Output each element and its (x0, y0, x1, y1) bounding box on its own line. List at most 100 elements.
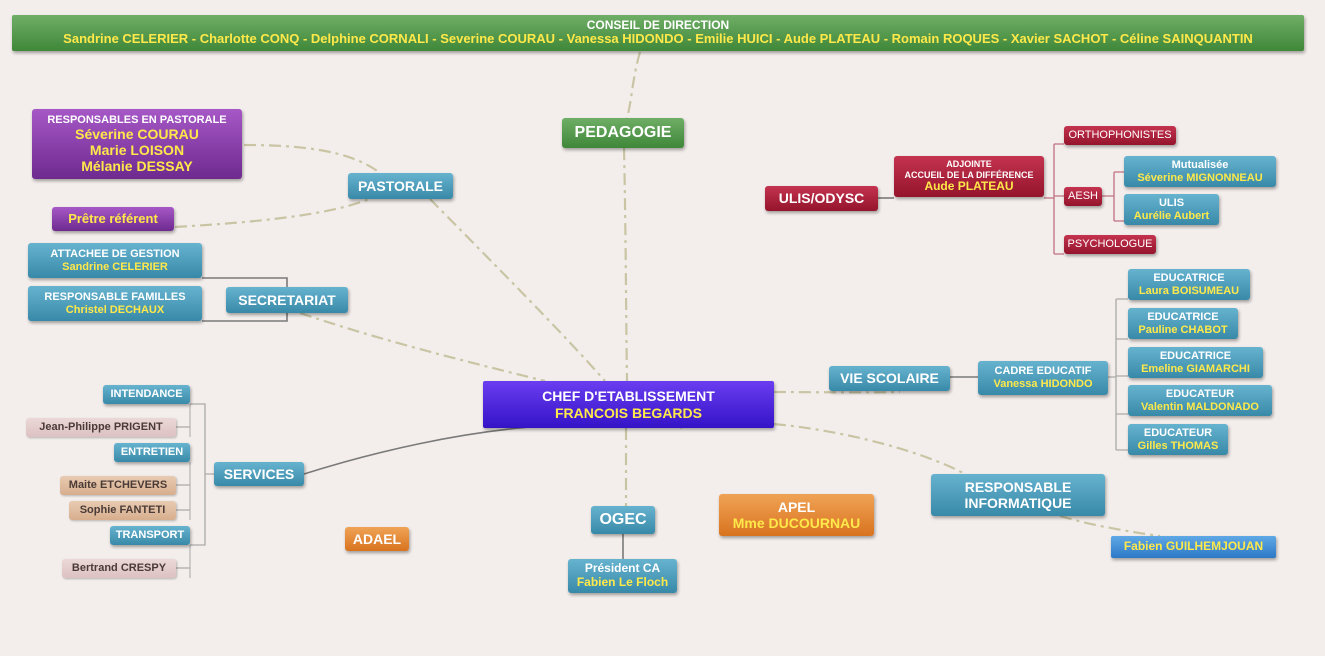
educateur-name: Emeline GIAMARCHI (1141, 362, 1250, 375)
entretien-node[interactable]: ENTRETIEN (114, 443, 190, 462)
aesh-node[interactable]: AESH (1064, 187, 1102, 206)
educateur-node[interactable]: EDUCATRICE Laura BOISUMEAU (1128, 269, 1250, 300)
services-node[interactable]: SERVICES (214, 462, 304, 486)
apel-title: APEL (777, 498, 816, 515)
intendance-node[interactable]: INTENDANCE (103, 385, 190, 404)
responsable-informatique-node[interactable]: RESPONSABLE INFORMATIQUE (931, 474, 1105, 516)
ulis-person-name: Aurélie Aubert (1133, 209, 1210, 222)
services-label: SERVICES (223, 465, 295, 482)
pedagogie-node[interactable]: PEDAGOGIE (562, 118, 684, 148)
psychologue-node[interactable]: PSYCHOLOGUE (1064, 235, 1156, 254)
informatique-person-name: Fabien GUILHEMJOUAN (1123, 539, 1264, 554)
educateur-name: Gilles THOMAS (1137, 439, 1219, 452)
link-respast-pastorale (243, 143, 381, 174)
intendance-label: INTENDANCE (110, 388, 183, 401)
entretien-label: ENTRETIEN (120, 446, 184, 459)
pastorale-node[interactable]: PASTORALE (348, 173, 453, 199)
conseil-title: CONSEIL DE DIRECTION (586, 17, 730, 32)
adjointe-name: Aude PLATEAU (924, 178, 1014, 193)
ogec-node[interactable]: OGEC (591, 506, 655, 534)
ulis-odysc-label: ULIS/ODYSC (778, 190, 865, 207)
link-secretariat-chef (299, 311, 546, 383)
secretariat-node[interactable]: SECRETARIAT (226, 287, 348, 313)
educateur-title: EDUCATRICE (1153, 271, 1225, 284)
attachee-gestion-node[interactable]: ATTACHEE DE GESTION Sandrine CELERIER (28, 243, 202, 278)
chef-title: CHEF D'ETABLISSEMENT (542, 388, 715, 405)
intendance-person-name: Jean-Philippe PRIGENT (39, 421, 163, 434)
cadre-educatif-name: Vanessa HIDONDO (993, 378, 1093, 390)
transport-person-name: Bertrand CRESPY (71, 562, 167, 575)
link-pretre-pastorale (174, 196, 373, 229)
apel-node[interactable]: APEL Mme DUCOURNAU (719, 494, 874, 536)
aesh-label: AESH (1068, 190, 1098, 203)
attachee-gestion-name: Sandrine CELERIER (62, 260, 168, 273)
ulis-person-title: ULIS (1158, 196, 1185, 209)
pretre-referent-label: Prêtre référent (68, 210, 158, 226)
adjointe-subtitle: ACCUEIL DE LA DIFFÉRENCE (904, 169, 1034, 180)
attachee-gestion-title: ATTACHEE DE GESTION (50, 247, 180, 260)
president-ca-node[interactable]: Président CA Fabien Le Floch (568, 559, 677, 593)
vie-scolaire-label: VIE SCOLAIRE (840, 370, 939, 387)
responsable-familles-title: RESPONSABLE FAMILLES (44, 290, 186, 303)
orthophonistes-label: ORTHOPHONISTES (1068, 129, 1172, 142)
responsable-pastorale-name: Marie LOISON (89, 142, 185, 159)
mutualisee-node[interactable]: Mutualisée Séverine MIGNONNEAU (1124, 156, 1276, 187)
link-chef-informatique (773, 422, 966, 475)
educateur-title: EDUCATEUR (1165, 387, 1235, 400)
vie-scolaire-node[interactable]: VIE SCOLAIRE (829, 366, 950, 391)
responsable-pastorale-name: Séverine COURAU (75, 126, 199, 143)
mutualisee-name: Séverine MIGNONNEAU (1137, 171, 1263, 184)
chef-name: FRANCOIS BEGARDS (554, 404, 702, 421)
entretien-person-node[interactable]: Maite ETCHEVERS (60, 476, 176, 495)
link-conseil-pedagogie (625, 51, 642, 119)
psychologue-label: PSYCHOLOGUE (1067, 238, 1153, 251)
orthophonistes-node[interactable]: ORTHOPHONISTES (1064, 126, 1176, 145)
transport-person-node[interactable]: Bertrand CRESPY (62, 559, 176, 578)
adjointe-title: ADJOINTE (946, 159, 992, 170)
responsables-pastorale-node[interactable]: RESPONSABLES EN PASTORALE Séverine COURA… (32, 109, 242, 179)
pedagogie-label: PEDAGOGIE (574, 123, 672, 141)
responsable-pastorale-name: Mélanie DESSAY (81, 158, 193, 175)
conseil-members: Sandrine CELERIER - Charlotte CONQ - Del… (63, 31, 1253, 47)
informatique-person-node[interactable]: Fabien GUILHEMJOUAN (1111, 536, 1276, 558)
link-informatique-fabien (1059, 514, 1161, 538)
mutualisee-title: Mutualisée (1171, 158, 1229, 171)
conseil-de-direction[interactable]: CONSEIL DE DIRECTION Sandrine CELERIER -… (12, 15, 1304, 51)
chef-etablissement-node[interactable]: CHEF D'ETABLISSEMENT FRANCOIS BEGARDS (483, 381, 774, 428)
adael-label: ADAEL (352, 530, 402, 547)
bracket-viescolaire (1108, 298, 1128, 451)
educateur-node[interactable]: EDUCATRICE Emeline GIAMARCHI (1128, 347, 1263, 378)
apel-name: Mme DUCOURNAU (732, 515, 861, 531)
link-pastorale-chef (429, 198, 606, 382)
ulis-person-node[interactable]: ULIS Aurélie Aubert (1124, 194, 1219, 225)
adjointe-node[interactable]: ADJOINTE ACCUEIL DE LA DIFFÉRENCE Aude P… (894, 156, 1044, 197)
pastorale-label: PASTORALE (357, 177, 444, 194)
intendance-person-node[interactable]: Jean-Philippe PRIGENT (26, 418, 176, 437)
link-services-chef (303, 426, 531, 475)
educateur-title: EDUCATRICE (1159, 349, 1232, 362)
responsable-familles-name: Christel DECHAUX (65, 303, 165, 316)
educateur-node[interactable]: EDUCATRICE Pauline CHABOT (1128, 308, 1238, 339)
educateur-node[interactable]: EDUCATEUR Gilles THOMAS (1128, 424, 1228, 455)
entretien-person-name: Sophie FANTETI (79, 504, 166, 517)
informatique-line1: RESPONSABLE (964, 478, 1072, 495)
president-ca-name: Fabien Le Floch (576, 575, 669, 589)
educateur-name: Valentin MALDONADO (1141, 400, 1259, 413)
entretien-person-node[interactable]: Sophie FANTETI (69, 501, 176, 520)
cadre-educatif-node[interactable]: CADRE EDUCATIF Vanessa HIDONDO (978, 361, 1108, 395)
educateur-name: Laura BOISUMEAU (1138, 284, 1240, 297)
ogec-label: OGEC (599, 510, 647, 528)
pretre-referent-node[interactable]: Prêtre référent (52, 207, 174, 231)
informatique-line2: INFORMATIQUE (964, 495, 1072, 511)
secretariat-label: SECRETARIAT (238, 291, 336, 308)
entretien-person-name: Maite ETCHEVERS (68, 479, 168, 492)
responsables-pastorale-title: RESPONSABLES EN PASTORALE (47, 113, 227, 126)
educateur-name: Pauline CHABOT (1138, 323, 1228, 336)
transport-node[interactable]: TRANSPORT (110, 526, 190, 545)
ulis-odysc-node[interactable]: ULIS/ODYSC (765, 186, 878, 211)
adael-node[interactable]: ADAEL (345, 527, 409, 551)
educateur-node[interactable]: EDUCATEUR Valentin MALDONADO (1128, 385, 1272, 416)
transport-label: TRANSPORT (115, 529, 185, 542)
responsable-familles-node[interactable]: RESPONSABLE FAMILLES Christel DECHAUX (28, 286, 202, 321)
educateur-title: EDUCATEUR (1143, 426, 1213, 439)
